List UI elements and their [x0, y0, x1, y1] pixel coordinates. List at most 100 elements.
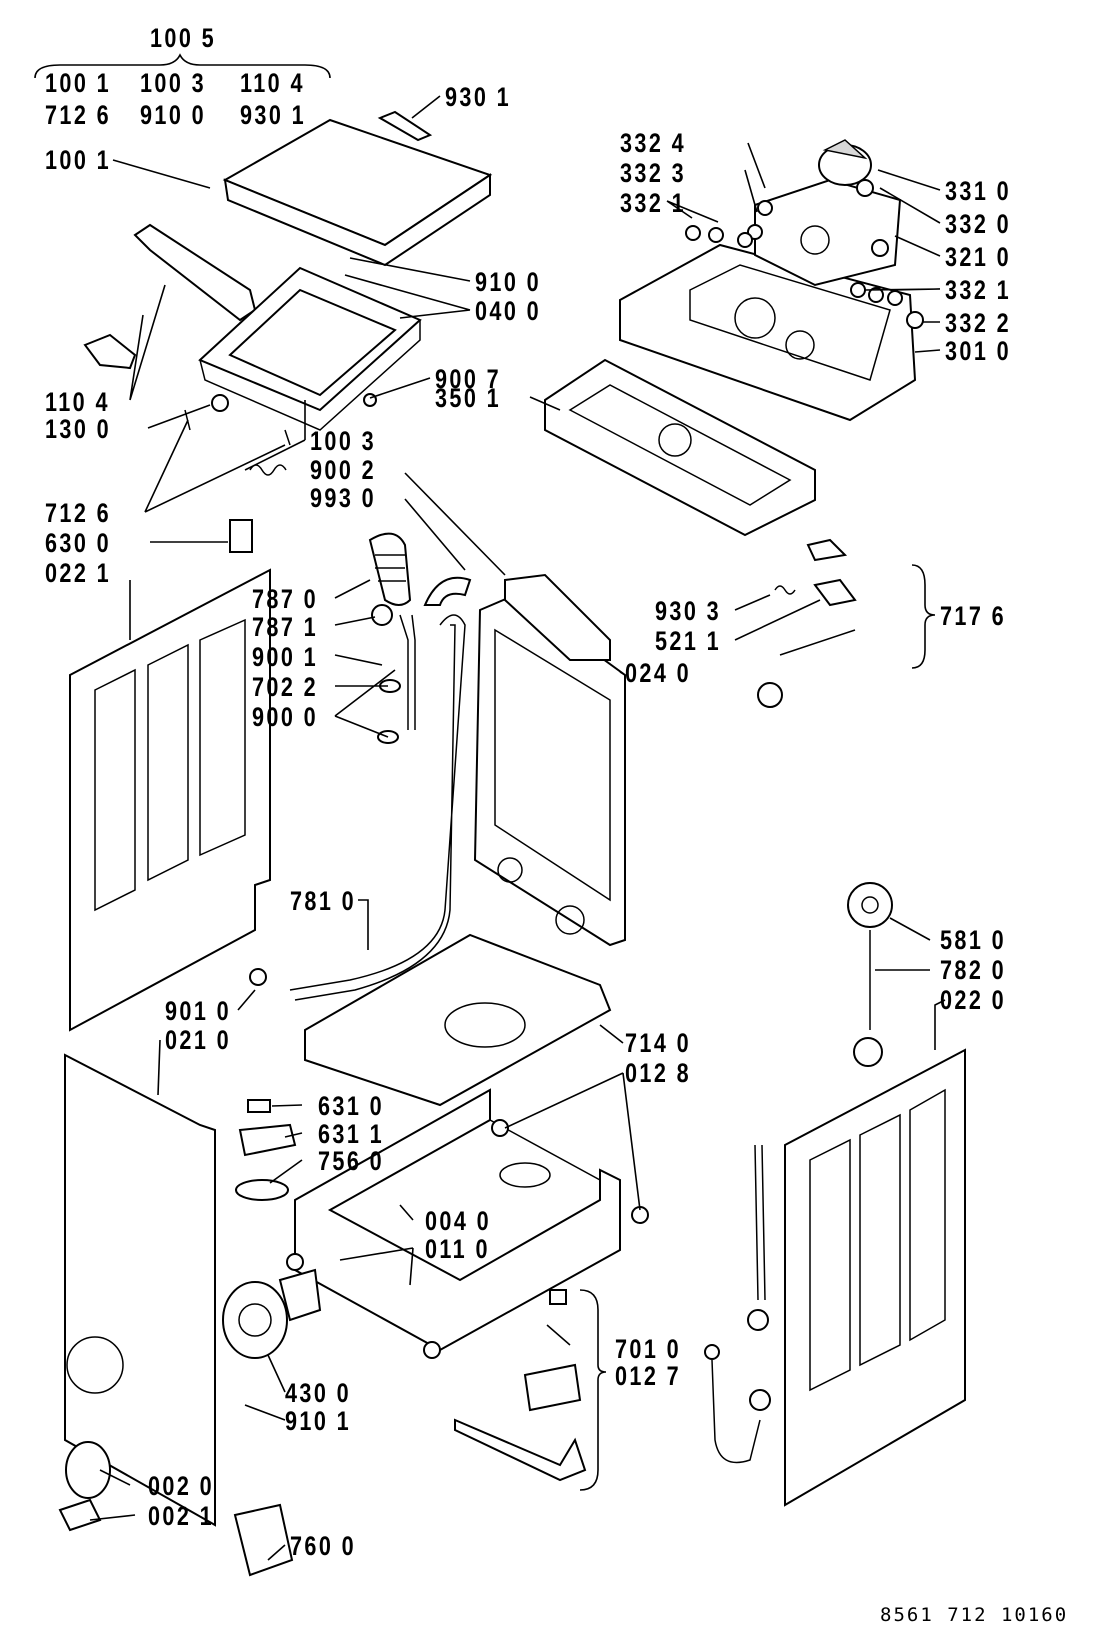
drain-hose-part[interactable] [289, 614, 466, 1001]
callout-631-1: 631 1 [318, 1119, 385, 1149]
callout-332-2: 332 2 [945, 308, 1012, 338]
front-panel-part[interactable] [64, 1053, 216, 1527]
callout-040-0: 040 0 [475, 296, 542, 326]
callout-521-1: 521 1 [655, 626, 722, 656]
callout-321-0: 321 0 [945, 242, 1012, 272]
callout-332-1-right: 332 1 [945, 275, 1012, 305]
drawing-code: 8561 712 10160 [880, 1604, 1069, 1626]
filter-part[interactable] [371, 604, 393, 626]
callout-930-3: 930 3 [655, 596, 722, 626]
water-hose-part[interactable] [711, 1359, 761, 1464]
callout-787-0: 787 0 [252, 584, 319, 614]
drain-pump-part[interactable] [222, 1268, 322, 1359]
top-frame-part[interactable] [198, 266, 422, 431]
top-lid-part[interactable] [222, 118, 493, 267]
filter-cap-part[interactable] [233, 1503, 294, 1577]
callout-024-0: 024 0 [625, 658, 692, 688]
callout-004-0: 004 0 [425, 1206, 492, 1236]
spring-part[interactable] [249, 464, 287, 476]
electronic-board-part[interactable] [544, 358, 816, 537]
door-part[interactable] [65, 1441, 111, 1499]
kit-item: 910 0 [140, 100, 207, 130]
cross-bar-part[interactable] [504, 573, 611, 661]
callout-782-0: 782 0 [940, 955, 1007, 985]
callout-011-0: 011 0 [425, 1234, 490, 1264]
callout-756-0: 756 0 [318, 1146, 385, 1176]
latch-part[interactable] [83, 333, 137, 370]
kit-item: 712 6 [45, 100, 112, 130]
callout-701-0: 701 0 [615, 1334, 682, 1364]
callout-712-6: 712 6 [45, 498, 112, 528]
callout-012-8: 012 8 [625, 1058, 692, 1088]
callout-714-0: 714 0 [625, 1028, 692, 1058]
kit-item: 100 1 [45, 68, 112, 98]
pressure-switch-part[interactable] [235, 1179, 289, 1201]
callout-630-0: 630 0 [45, 528, 112, 558]
callout-100-1: 100 1 [45, 145, 112, 175]
kit-brace-012-7 [579, 1289, 607, 1491]
hose-bracket-part[interactable] [423, 576, 472, 606]
kit-item: 110 4 [240, 68, 305, 98]
sensor-part[interactable] [247, 1099, 271, 1113]
air-tube-part[interactable] [399, 614, 416, 730]
pulley-part[interactable] [847, 882, 893, 1067]
suspension-rod-part[interactable] [754, 1144, 766, 1301]
callout-900-0: 900 0 [252, 702, 319, 732]
callout-581-0: 581 0 [940, 925, 1007, 955]
chassis-part[interactable] [294, 1088, 621, 1352]
front-trim-part[interactable] [133, 223, 257, 322]
base-tray-part[interactable] [304, 933, 612, 1107]
callout-332-4: 332 4 [620, 128, 687, 158]
door-hinge-part[interactable] [58, 1498, 102, 1532]
callout-021-0: 021 0 [165, 1025, 232, 1055]
callout-910-0: 910 0 [475, 267, 542, 297]
damper-part[interactable] [549, 1289, 567, 1305]
callout-331-0: 331 0 [945, 176, 1012, 206]
push-buttons-part[interactable] [685, 179, 924, 329]
switch-part[interactable] [211, 394, 229, 412]
clip-part[interactable] [249, 968, 267, 986]
callout-100-3: 100 3 [310, 426, 377, 456]
callout-901-0: 901 0 [165, 996, 232, 1026]
right-side-panel-part[interactable] [784, 1048, 966, 1507]
kit-brace-717 [911, 564, 936, 669]
callout-910-1: 910 1 [285, 1406, 352, 1436]
foot-part[interactable] [491, 1119, 509, 1137]
inlet-hose-part[interactable] [368, 532, 412, 606]
callout-332-0: 332 0 [945, 209, 1012, 239]
kit-item: 930 1 [240, 100, 307, 130]
callout-022-1: 022 1 [45, 558, 112, 588]
callout-022-0: 022 0 [940, 985, 1007, 1015]
callout-930-1: 930 1 [445, 82, 512, 112]
callout-900-1: 900 1 [252, 642, 319, 672]
sensor-bracket-part[interactable] [238, 1123, 297, 1157]
callout-781-0: 781 0 [290, 886, 357, 916]
callout-702-2: 702 2 [252, 672, 319, 702]
callout-717-6: 717 6 [940, 601, 1007, 631]
callout-787-1: 787 1 [252, 612, 319, 642]
callout-012-7: 012 7 [615, 1361, 682, 1391]
callout-993-0: 993 0 [310, 483, 377, 513]
actuator-part[interactable] [806, 538, 848, 562]
kit-item: 100 3 [140, 68, 207, 98]
control-panel-part[interactable] [619, 243, 917, 422]
callout-110-4: 110 4 [45, 387, 110, 417]
lever-part[interactable] [454, 1418, 587, 1482]
kit-label: 100 5 [150, 23, 217, 53]
callout-900-2: 900 2 [310, 455, 377, 485]
callout-002-1: 002 1 [148, 1501, 215, 1531]
selector-knob-part[interactable] [818, 139, 872, 186]
support-part[interactable] [523, 1363, 582, 1412]
callout-002-0: 002 0 [148, 1471, 215, 1501]
kit-bracket [34, 53, 331, 79]
callout-900-7: 900 7 [435, 364, 502, 394]
callout-760-0: 760 0 [290, 1531, 357, 1561]
callout-430-0: 430 0 [285, 1378, 352, 1408]
callout-332-1: 332 1 [620, 188, 687, 218]
pump-cover-part[interactable] [229, 519, 253, 553]
hinge-strip-part[interactable] [377, 110, 433, 142]
leader-lines [89, 95, 946, 1561]
callout-332-3: 332 3 [620, 158, 687, 188]
callout-301-0: 301 0 [945, 336, 1012, 366]
left-side-panel-part[interactable] [69, 568, 271, 1032]
